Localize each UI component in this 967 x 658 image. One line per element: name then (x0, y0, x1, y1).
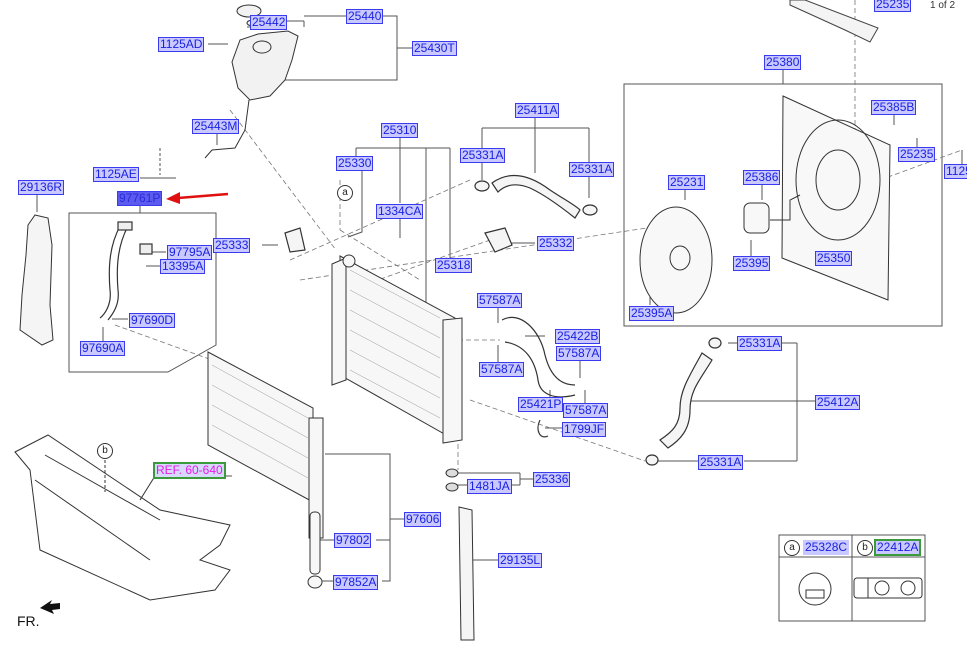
part-label-25421P[interactable]: 25421P (518, 397, 564, 412)
part-label-25331A-upper-right[interactable]: 25331A (569, 162, 615, 177)
part-label-97606[interactable]: 97606 (404, 512, 442, 527)
part-label-1125AE[interactable]: 1125AE (93, 167, 139, 182)
part-label-25333[interactable]: 25333 (213, 238, 251, 253)
part-label-25380[interactable]: 25380 (764, 55, 802, 70)
part-label-25395A[interactable]: 25395A (629, 306, 675, 321)
part-label-25395[interactable]: 25395 (733, 256, 771, 271)
part-label-57587A-3[interactable]: 57587A (479, 362, 525, 377)
page-indicator: 1 of 2 (930, 0, 956, 11)
part-label-25412A[interactable]: 25412A (815, 395, 861, 410)
part-label-1125[interactable]: 1125 (944, 164, 967, 179)
part-label-25235[interactable]: 25235 (898, 147, 936, 162)
part-label-57587A-1[interactable]: 57587A (477, 293, 523, 308)
part-label-25310[interactable]: 25310 (381, 123, 419, 138)
legend-part-22412A[interactable]: 22412A (874, 539, 922, 556)
part-label-29136R[interactable]: 29136R (18, 180, 65, 195)
part-label-1125AD[interactable]: 1125AD (158, 37, 205, 52)
front-direction-label: FR. (17, 613, 40, 629)
part-label-1334CA[interactable]: 1334CA (376, 204, 424, 219)
part-label-25386[interactable]: 25386 (743, 170, 781, 185)
part-label-97802[interactable]: 97802 (334, 533, 372, 548)
selection-arrow-icon (166, 192, 229, 204)
part-label-25330[interactable]: 25330 (336, 156, 374, 171)
legend-a-marker: a (784, 540, 800, 556)
reference-link-60-640[interactable]: REF. 60-640 (153, 462, 226, 479)
callout-b-marker: b (97, 443, 113, 459)
part-label-25318[interactable]: 25318 (435, 258, 473, 273)
callout-a-marker: a (337, 185, 353, 201)
part-label-25231[interactable]: 25231 (668, 175, 706, 190)
part-label-13395A[interactable]: 13395A (160, 259, 206, 274)
part-label-25331A-lower-bottom[interactable]: 25331A (698, 455, 744, 470)
part-label-57587A-4[interactable]: 57587A (563, 403, 609, 418)
part-label-1481JA[interactable]: 1481JA (467, 479, 512, 494)
part-label-25443M[interactable]: 25443M (192, 119, 240, 134)
part-label-97690D[interactable]: 97690D (129, 313, 176, 328)
part-label-25430T[interactable]: 25430T (412, 41, 457, 56)
part-label-25442[interactable]: 25442 (250, 15, 288, 30)
part-label-97690A[interactable]: 97690A (80, 341, 126, 356)
part-label-25235-top[interactable]: 25235 (874, 0, 912, 12)
part-label-97795A[interactable]: 97795A (167, 245, 213, 260)
part-label-97761P-selected[interactable]: 97761P (117, 191, 163, 206)
legend-b-marker: b (857, 540, 873, 556)
part-label-25331A-lower-top[interactable]: 25331A (737, 336, 783, 351)
part-label-1799JF[interactable]: 1799JF (562, 422, 607, 437)
part-label-25332[interactable]: 25332 (537, 236, 575, 251)
part-label-25336[interactable]: 25336 (533, 472, 571, 487)
legend-part-25328C[interactable]: 25328C (803, 540, 850, 555)
part-label-25331A-upper-left[interactable]: 25331A (460, 148, 506, 163)
part-label-97852A[interactable]: 97852A (333, 575, 379, 590)
part-label-29135L[interactable]: 29135L (498, 553, 543, 568)
front-arrow-icon (40, 600, 60, 614)
part-label-25385B[interactable]: 25385B (871, 100, 917, 115)
legend-a-warning-icon (798, 572, 832, 606)
part-label-25440[interactable]: 25440 (346, 9, 384, 24)
part-label-57587A-2[interactable]: 57587A (556, 346, 602, 361)
part-label-25350[interactable]: 25350 (815, 251, 853, 266)
part-label-25411A[interactable]: 25411A (515, 103, 560, 118)
part-label-25422B[interactable]: 25422B (555, 329, 601, 344)
